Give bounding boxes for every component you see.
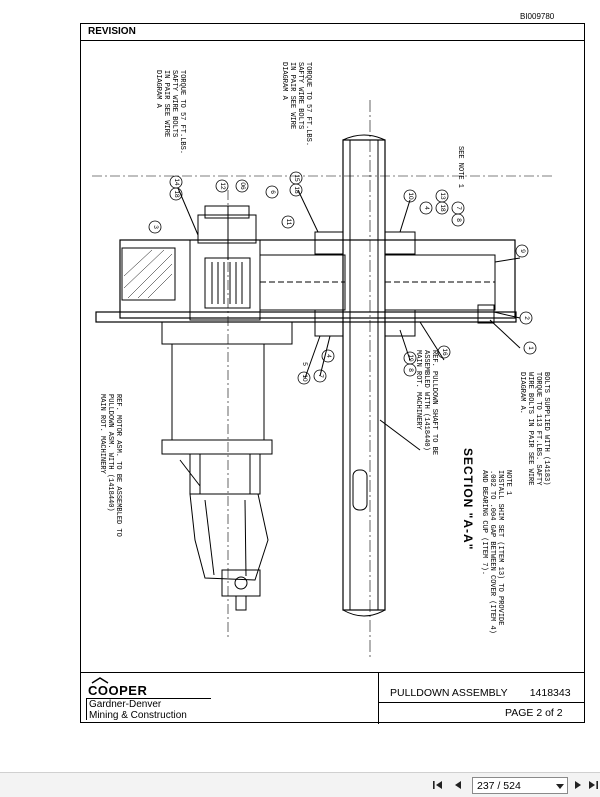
first-page-icon xyxy=(433,781,442,789)
cooper-logo-icon xyxy=(91,677,109,684)
see-note-label: SEE NOTE 1 xyxy=(456,146,464,189)
item-balloon-number: 8 xyxy=(407,368,414,372)
first-page-button[interactable] xyxy=(431,778,445,792)
company-line: Gardner-Denver xyxy=(89,699,162,710)
pulldown-assembly-drawing xyxy=(92,100,555,660)
torque-note-right: TORQUE TO 57 FT.LBS. SAFTY WIRE BOLTS IN… xyxy=(280,62,312,147)
item-balloon-number: 10 xyxy=(301,374,308,382)
document-id: BI009780 xyxy=(520,12,555,21)
section-label: SECTION "A-A" xyxy=(461,448,475,551)
previous-page-icon xyxy=(455,781,461,789)
viewer-toolbar xyxy=(0,772,600,797)
item-balloon-number: 4 xyxy=(423,206,430,210)
company-line: Mining & Construction xyxy=(89,710,187,721)
last-page-button[interactable] xyxy=(586,778,600,792)
sheet-number: PAGE 2 of 2 xyxy=(505,707,563,719)
title-divider xyxy=(378,702,585,703)
drawing-title: PULLDOWN ASSEMBLY 1418343 xyxy=(390,687,571,699)
item-balloon-number: 16 xyxy=(441,348,448,356)
bolts-note: BOLTS SUPPLIED WITH (14183) TORQUE TO 11… xyxy=(518,372,550,486)
item-balloon-number: 7 xyxy=(317,374,324,378)
item-balloon-number: 10 xyxy=(407,192,414,200)
item-balloon-number: 11 xyxy=(285,218,292,226)
item-balloon-number: 3 xyxy=(152,225,159,229)
company-name: Gardner-Denver Mining & Construction xyxy=(86,698,211,721)
item-balloon-number: 9 xyxy=(519,249,526,253)
item-balloon-number: 13 xyxy=(439,192,446,200)
company-logo-text: COOPER xyxy=(88,683,148,698)
item-balloon-number: 5 xyxy=(301,362,308,366)
drawing-frame xyxy=(80,23,585,723)
item-balloon-number: 2 xyxy=(523,316,530,320)
item-balloon-number: 15 xyxy=(293,174,300,182)
item-balloon-number: 18 xyxy=(173,190,180,198)
item-balloon-number: 1 xyxy=(527,346,534,350)
item-balloon-number: 19 xyxy=(407,354,414,362)
assembly-name: PULLDOWN ASSEMBLY xyxy=(390,687,508,699)
motor-ref-note: REF. MOTOR ASM. TO BE ASSEMBLED TO PULLD… xyxy=(98,394,122,537)
title-block: COOPER Gardner-Denver Mining & Construct… xyxy=(80,672,585,724)
item-balloon-number: 18 xyxy=(293,186,300,194)
item-balloon-number: 14 xyxy=(173,178,180,186)
chevron-down-icon[interactable] xyxy=(556,782,564,790)
next-page-icon xyxy=(575,781,581,789)
item-balloon-number: 06 xyxy=(239,182,246,190)
torque-note-left: TORQUE TO 57 FT.LBS. SAFTY WIRE BOLTS IN… xyxy=(154,70,186,155)
item-balloon-number: 4 xyxy=(325,354,332,358)
item-balloon-number: 6 xyxy=(269,190,276,194)
part-number: 1418343 xyxy=(529,687,571,699)
item-balloon-number: 8 xyxy=(455,218,462,222)
document-page: BI009780 REVISION xyxy=(80,12,585,724)
title-divider xyxy=(378,673,379,724)
revision-label: REVISION xyxy=(88,26,136,37)
item-balloon-number: 12 xyxy=(219,182,226,190)
revision-block: REVISION xyxy=(80,23,585,41)
note-1: NOTE 1 INSTALL SHIM SET (ITEM 13) TO PRO… xyxy=(480,470,512,634)
shaft-ref-note: REF. PULLDOWN SHAFT TO BE ASSEMBLED WITH… xyxy=(414,350,438,456)
last-page-icon xyxy=(589,781,598,789)
next-page-button[interactable] xyxy=(571,778,585,792)
item-balloon-number: 18 xyxy=(439,204,446,212)
page-number-field[interactable] xyxy=(472,777,568,794)
previous-page-button[interactable] xyxy=(451,778,465,792)
item-balloon-number: 7 xyxy=(455,206,462,210)
page-number-input[interactable] xyxy=(477,779,552,792)
